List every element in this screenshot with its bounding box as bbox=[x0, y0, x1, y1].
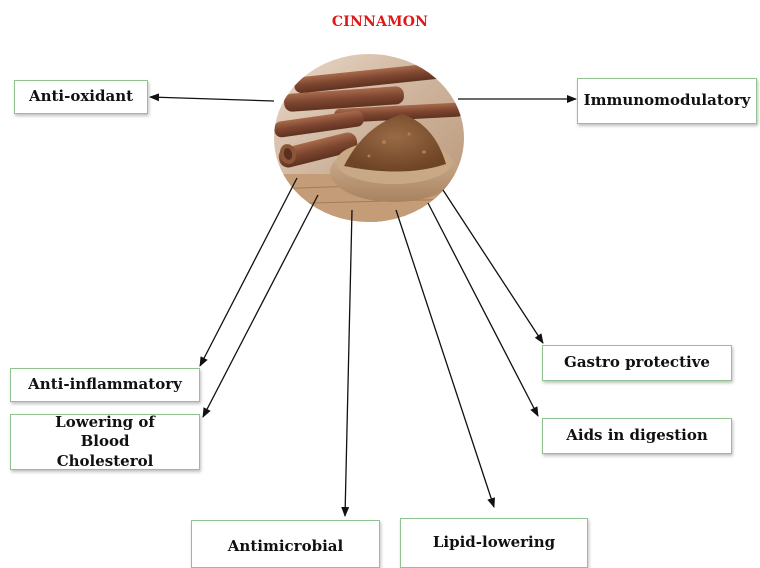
arrow-to-gastro-protective bbox=[443, 190, 543, 343]
label-anti-oxidant: Anti-oxidant bbox=[14, 80, 148, 114]
arrow-to-lipid-lowering bbox=[396, 210, 494, 507]
arrow-to-lowering-cholesterol bbox=[203, 195, 318, 417]
label-aids-in-digestion: Aids in digestion bbox=[542, 418, 732, 454]
label-gastro-protective: Gastro protective bbox=[542, 345, 732, 381]
label-lowering-blood-cholesterol: Lowering of Blood Cholesterol bbox=[10, 414, 200, 470]
arrow-to-anti-inflammatory bbox=[200, 178, 297, 366]
label-antimicrobial: Antimicrobial bbox=[191, 520, 380, 568]
arrow-to-antimicrobial bbox=[345, 210, 352, 516]
arrow-to-anti-oxidant bbox=[150, 97, 274, 101]
label-immunomodulatory: Immunomodulatory bbox=[577, 78, 757, 124]
label-anti-inflammatory: Anti-inflammatory bbox=[10, 368, 200, 402]
label-lipid-lowering: Lipid-lowering bbox=[400, 518, 588, 568]
